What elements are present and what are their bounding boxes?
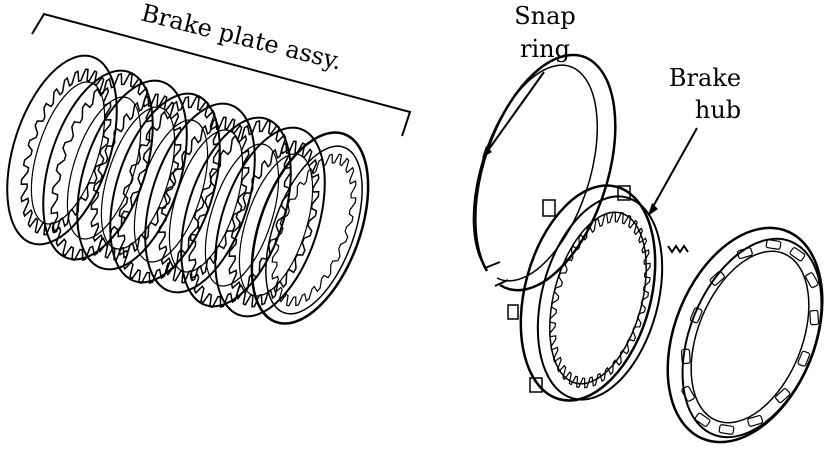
brake-plate-assy-label: Brake plate assy. <box>139 0 345 76</box>
snap-ring-leader <box>483 71 545 157</box>
return-spring <box>667 244 689 254</box>
snap-ring-label-line1: Snap <box>514 2 576 30</box>
snap-ring-label-line2: ring <box>520 35 570 63</box>
pressure-plate <box>250 131 370 325</box>
snap-ring <box>472 53 617 292</box>
brake-plate-4 <box>109 92 221 285</box>
brake-hub-arrowhead <box>648 203 658 216</box>
brake-hub-label-line2: hub <box>695 96 741 124</box>
brake-hub <box>507 184 664 402</box>
brake-plate-stack <box>6 54 370 325</box>
piston-ring <box>666 226 824 444</box>
brake-hub-leader <box>649 127 698 213</box>
brake-hub-label-line1: Brake <box>669 64 741 92</box>
plate-assy-bracket <box>31 12 412 137</box>
snap-ring-arrowhead <box>482 146 492 158</box>
brake-plate-7 <box>214 126 326 318</box>
